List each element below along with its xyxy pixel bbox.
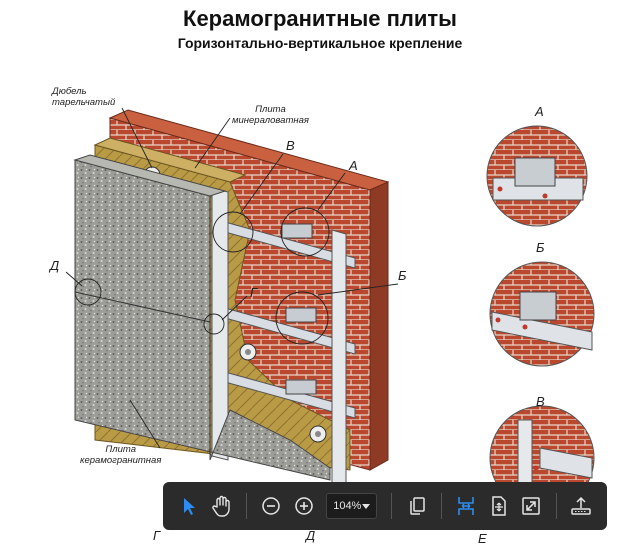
letter-a-detail: А bbox=[535, 104, 544, 119]
letter-b-main: Б bbox=[398, 268, 407, 283]
letter-v-main: В bbox=[286, 138, 295, 153]
letter-d-main: Д bbox=[50, 258, 60, 273]
letter-g-bottom: Г bbox=[153, 528, 161, 543]
toolbar-divider bbox=[440, 493, 442, 519]
dowel-label: Дюбель тарельчатый bbox=[52, 86, 116, 108]
fullscreen-icon[interactable] bbox=[518, 491, 545, 521]
zoom-level-select[interactable]: 104% bbox=[326, 493, 378, 519]
chevron-down-icon bbox=[362, 503, 371, 509]
letter-v-detail: В bbox=[536, 394, 545, 409]
zoom-in-icon[interactable] bbox=[291, 491, 318, 521]
export-upload-icon[interactable] bbox=[567, 491, 594, 521]
detail-b-view bbox=[489, 261, 595, 367]
detail-callouts bbox=[65, 107, 399, 449]
tile-label: Плита керамогранитная bbox=[80, 444, 162, 466]
letter-b-detail: Б bbox=[536, 240, 545, 255]
hand-pan-icon[interactable] bbox=[209, 491, 236, 521]
page-title: Керамогранитные плиты bbox=[183, 6, 457, 31]
toolbar-divider bbox=[391, 493, 393, 519]
select-arrow-icon[interactable] bbox=[176, 491, 203, 521]
fit-page-icon[interactable] bbox=[485, 491, 512, 521]
copy-pages-icon[interactable] bbox=[403, 491, 430, 521]
fit-width-icon[interactable] bbox=[453, 491, 480, 521]
horizontal-profiles bbox=[224, 221, 356, 419]
viewer-toolbar: 104% bbox=[163, 482, 607, 530]
granite-cladding bbox=[73, 154, 331, 481]
insulation-label: Плита минераловатная bbox=[232, 104, 309, 126]
letter-g-main: Г bbox=[250, 285, 258, 300]
letter-e-bottom: Е bbox=[478, 531, 487, 546]
detail-a-view bbox=[486, 125, 588, 227]
letter-a-main: А bbox=[349, 158, 358, 173]
zoom-level-value: 104% bbox=[333, 500, 362, 512]
letter-d-bottom: Д bbox=[306, 528, 316, 543]
toolbar-divider bbox=[555, 493, 557, 519]
zoom-out-icon[interactable] bbox=[258, 491, 285, 521]
page-subtitle: Горизонтально-вертикальное крепление bbox=[177, 35, 463, 51]
toolbar-divider bbox=[246, 493, 248, 519]
